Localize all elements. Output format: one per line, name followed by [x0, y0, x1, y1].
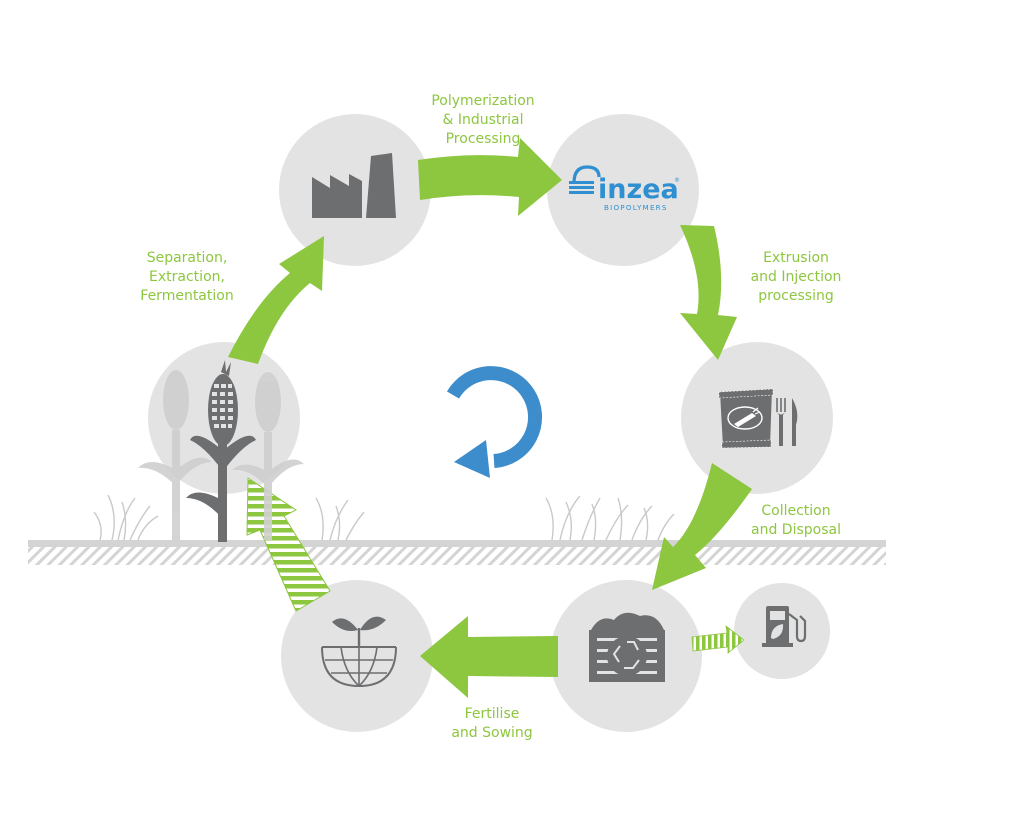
snack-bag-cutlery-icon — [718, 388, 798, 449]
logo-word: inzea — [598, 174, 679, 205]
arrow-corn-to-factory — [228, 236, 324, 364]
label-collection: Collection and Disposal — [751, 503, 841, 538]
label-separation-line-2: Extraction, — [149, 269, 225, 285]
label-extrusion: Extrusion and Injection processing — [751, 250, 842, 304]
label-polymerization-line-1: Polymerization — [431, 93, 534, 109]
label-fertilise-line-2: and Sowing — [451, 725, 532, 741]
stage-circle-logo — [547, 114, 699, 266]
label-polymerization-line-2: & Industrial — [442, 112, 523, 128]
cycle-arrow-icon — [446, 366, 543, 478]
arrow-packaging-to-compost — [652, 463, 752, 590]
label-polymerization: Polymerization & Industrial Processing — [431, 93, 534, 147]
inzea-logo: inzea ® BIOPOLYMERS — [569, 165, 680, 212]
logo-registered: ® — [674, 177, 680, 184]
label-collection-line-1: Collection — [761, 503, 830, 519]
ground — [28, 540, 886, 565]
grass-right-icon — [545, 495, 675, 541]
compost-bin-recycle-icon — [589, 612, 665, 682]
fuel-pump-leaf-icon — [762, 606, 807, 647]
label-fertilise: Fertilise and Sowing — [451, 706, 532, 741]
label-collection-line-2: and Disposal — [751, 522, 841, 538]
label-separation-line-1: Separation, — [147, 250, 228, 266]
sprout-globe-icon — [321, 616, 397, 688]
logo-subtitle: BIOPOLYMERS — [604, 203, 668, 212]
arrow-factory-to-logo — [418, 138, 562, 216]
arrow-compost-to-sowing — [420, 616, 558, 698]
corn-plant-icon — [138, 360, 304, 542]
stage-circle-sowing — [281, 580, 433, 732]
label-polymerization-line-3: Processing — [446, 131, 521, 147]
label-separation-line-3: Fermentation — [140, 288, 233, 304]
label-extrusion-line-2: and Injection — [751, 269, 842, 285]
factory-icon — [312, 153, 396, 218]
label-separation: Separation, Extraction, Fermentation — [140, 250, 233, 304]
arrow-logo-to-packaging — [680, 225, 737, 360]
arrow-compost-to-fuel-striped — [691, 625, 745, 654]
label-extrusion-line-3: processing — [758, 288, 833, 304]
grass-left-icon — [93, 494, 365, 541]
label-extrusion-line-1: Extrusion — [763, 250, 829, 266]
label-fertilise-line-1: Fertilise — [465, 706, 520, 722]
